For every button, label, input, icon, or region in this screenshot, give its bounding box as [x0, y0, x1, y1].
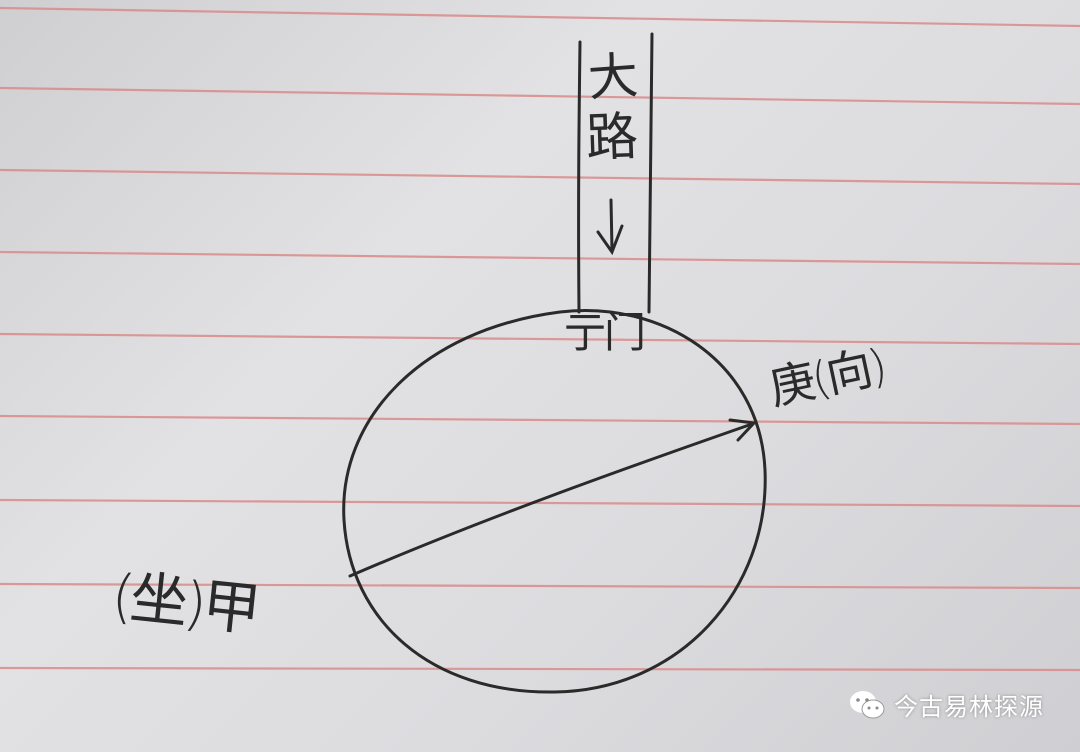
- watermark: 今古易林探源: [848, 687, 1044, 722]
- wechat-icon: [850, 690, 885, 718]
- road-outline: [577, 32, 654, 314]
- road-label-char-road: 路: [584, 107, 640, 169]
- sitting-direction-label: (坐)甲: [108, 561, 261, 644]
- orientation-line: [348, 418, 758, 578]
- site-circle: [342, 309, 767, 694]
- road-label-char-big: 大: [586, 46, 640, 108]
- gate-label: 亍门: [564, 308, 646, 357]
- ruled-lines: [0, 6, 1080, 672]
- orientation-arrowhead: [728, 418, 758, 442]
- road-arrow: [596, 198, 624, 256]
- watermark-text: 今古易林探源: [894, 693, 1044, 721]
